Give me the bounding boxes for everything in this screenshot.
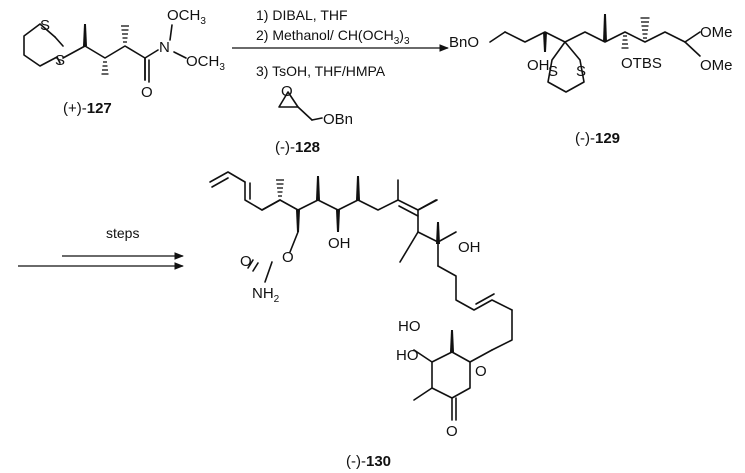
reaction-arrow-1: 1) DIBAL, THF 2) Methanol/ CH(OCH3)3 3) … <box>232 7 449 79</box>
atom-BnO: BnO <box>449 34 479 51</box>
compound-130: O O NH2 OH OH HO HO O O (-)-130 <box>209 171 513 470</box>
atom-OBn: OBn <box>323 111 353 128</box>
compound-128: O OBn (-)-128 <box>275 83 353 156</box>
atom-HO: HO <box>398 318 421 335</box>
condition-step-2: 2) Methanol/ CH(OCH3)3 <box>256 27 410 47</box>
compound-label-127: (+)-127 <box>63 100 112 117</box>
atom-O: O <box>475 363 487 380</box>
atom-OCH3: OCH3 <box>186 53 225 73</box>
compound-label-130: (-)-130 <box>346 453 391 470</box>
atom-OTBS: OTBS <box>621 55 662 72</box>
atom-NH2: NH2 <box>252 285 280 305</box>
atom-O: O <box>281 83 293 100</box>
atom-OMe: OMe <box>700 24 733 41</box>
atom-O: O <box>446 423 458 440</box>
atom-HO: HO <box>396 347 419 364</box>
atom-OH: OH <box>458 239 481 256</box>
compound-129: BnO OH S S OTBS OMe OMe (-)-129 <box>449 14 733 147</box>
atom-S: S <box>548 63 558 80</box>
atom-OH: OH <box>328 235 351 252</box>
atom-N: N <box>159 39 170 56</box>
atom-OCH3: OCH3 <box>167 7 206 27</box>
atom-O: O <box>282 249 294 266</box>
atom-S: S <box>576 63 586 80</box>
compound-label-128: (-)-128 <box>275 139 320 156</box>
condition-step-1: 1) DIBAL, THF <box>256 7 348 23</box>
atom-O: O <box>141 84 153 101</box>
atom-OH: OH <box>527 57 550 74</box>
atom-OMe: OMe <box>700 57 733 74</box>
atom-S: S <box>40 17 50 34</box>
reaction-arrow-2: steps <box>18 225 184 270</box>
compound-127: S S N OCH3 OCH3 O (+)-127 <box>23 7 225 117</box>
atom-O: O <box>240 253 252 270</box>
atom-S: S <box>55 52 65 69</box>
condition-steps: steps <box>106 225 139 241</box>
compound-label-129: (-)-129 <box>575 130 620 147</box>
condition-step-3: 3) TsOH, THF/HMPA <box>256 63 386 79</box>
